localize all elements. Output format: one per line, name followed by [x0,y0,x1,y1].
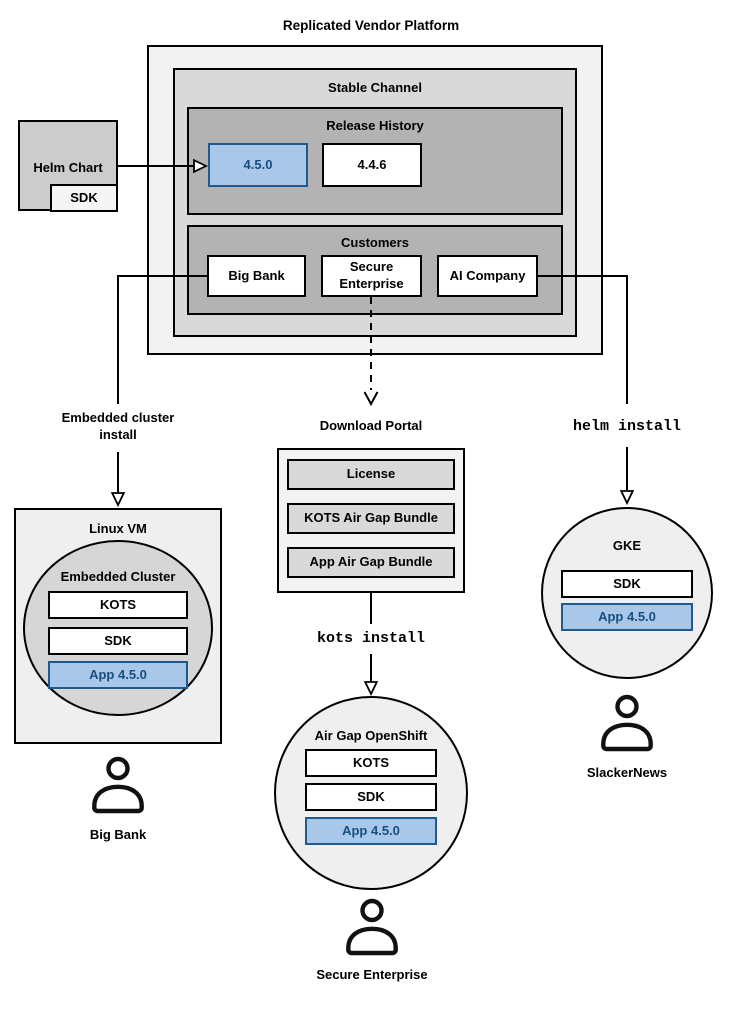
portal-item-kots-airgap-bundle: KOTS Air Gap Bundle [287,503,455,534]
openshift-kots: KOTS [305,749,437,777]
user-icon [601,694,653,752]
download-portal-label: Download Portal [319,418,423,433]
persona-big-bank [92,756,144,814]
openshift-sdk: SDK [305,783,437,811]
openshift-app: App 4.5.0 [305,817,437,845]
persona-secure-enterprise-label: Secure Enterprise [316,967,428,982]
diagram-title: Replicated Vendor Platform [282,18,460,33]
portal-item-license: License [287,459,455,490]
edge-label-kots-install: kots install [316,630,426,647]
user-icon [346,898,398,956]
user-icon [92,756,144,814]
release-history-label: Release History [326,118,424,133]
embedded-cluster-kots: KOTS [48,591,188,619]
persona-secure-enterprise [346,898,398,956]
customers-label: Customers [341,235,409,250]
air-gap-openshift-label: Air Gap OpenShift [314,728,428,743]
gke-label: GKE [612,538,642,553]
gke-app: App 4.5.0 [561,603,693,631]
linux-vm-label: Linux VM [89,521,147,536]
embedded-cluster-app: App 4.5.0 [48,661,188,689]
arrow-embedded-install-to-linux-vm [110,452,126,508]
embedded-cluster-sdk: SDK [48,627,188,655]
helm-chart-label: Helm Chart [33,160,103,175]
edge-label-helm-install: helm install [572,418,682,435]
arrow-helm-install-to-gke [619,447,635,506]
embedded-cluster-label: Embedded Cluster [60,569,176,584]
release-4-5-0: 4.5.0 [208,143,308,187]
persona-slackernews-label: SlackerNews [586,765,668,780]
helm-sdk-box: SDK [50,184,118,212]
persona-big-bank-label: Big Bank [89,827,147,842]
stable-channel-label: Stable Channel [328,80,422,95]
customer-secure-enterprise: Secure Enterprise [321,255,422,297]
persona-slackernews [601,694,653,752]
release-4-4-6: 4.4.6 [322,143,422,187]
customer-big-bank: Big Bank [207,255,306,297]
edge-label-embedded-cluster-install: Embedded cluster install [61,410,175,442]
customer-ai-company: AI Company [437,255,538,297]
arrow-kots-install-to-openshift [363,654,379,697]
gke-sdk: SDK [561,570,693,598]
portal-item-app-airgap-bundle: App Air Gap Bundle [287,547,455,578]
